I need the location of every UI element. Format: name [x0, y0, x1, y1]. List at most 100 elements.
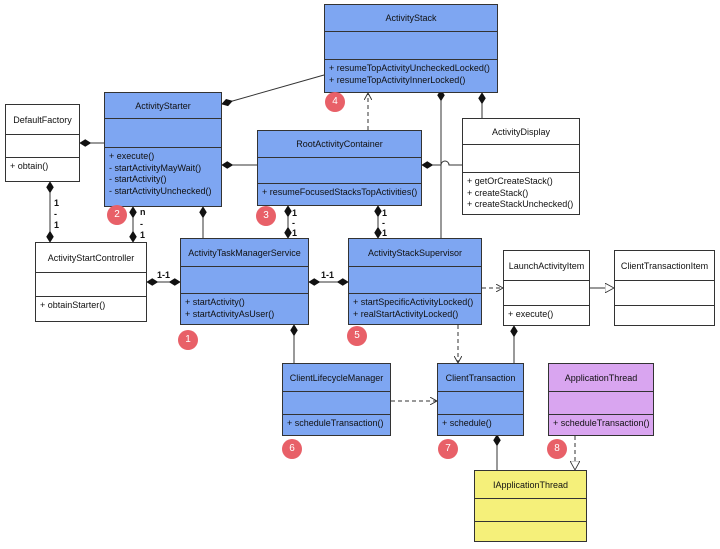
- class-operations: + execute() - startActivityMayWait() - s…: [105, 148, 221, 197]
- step-badge-2: 2: [107, 205, 127, 225]
- class-name: ActivityStartController: [36, 243, 146, 273]
- root-display-link: [421, 160, 462, 169]
- class-name: ActivityStackSupervisor: [349, 239, 481, 267]
- operation: + obtain(): [10, 161, 49, 171]
- class-activity-stack-supervisor[interactable]: ActivityStackSupervisor + startSpecificA…: [348, 238, 482, 325]
- class-activity-start-controller[interactable]: ActivityStartController + obtainStarter(…: [35, 242, 147, 322]
- class-operations: + obtain(): [6, 158, 79, 173]
- operation: + resumeFocusedStacksTopActivities(): [262, 187, 418, 197]
- operation: + execute(): [109, 151, 155, 161]
- class-activity-starter[interactable]: ActivityStarter + execute() - startActiv…: [104, 92, 222, 207]
- class-operations: + startSpecificActivityLocked() + realSt…: [349, 294, 481, 320]
- class-operations: + scheduleTransaction(): [283, 415, 390, 430]
- class-operations: + resumeFocusedStacksTopActivities(): [258, 184, 421, 199]
- class-operations: + startActivity() + startActivityAsUser(…: [181, 294, 308, 320]
- class-name: DefaultFactory: [6, 105, 79, 135]
- class-activity-display[interactable]: ActivityDisplay + getOrCreateStack() + c…: [462, 118, 580, 215]
- operation: + createStack(): [467, 187, 529, 198]
- class-launch-activity-item[interactable]: LaunchActivityItem + execute(): [503, 250, 590, 326]
- class-name: ClientTransactionItem: [615, 251, 714, 281]
- interface-i-application-thread[interactable]: IApplicationThread: [474, 470, 587, 542]
- class-name: IApplicationThread: [475, 471, 586, 499]
- class-root-activity-container[interactable]: RootActivityContainer + resumeFocusedSta…: [257, 130, 422, 206]
- class-activity-stack[interactable]: ActivityStack + resumeTopActivityUncheck…: [324, 4, 498, 93]
- operation: - startActivityMayWait(): [109, 162, 202, 173]
- class-attributes: [36, 273, 146, 297]
- class-name: ApplicationThread: [549, 364, 653, 392]
- step-badge-6: 6: [282, 439, 302, 459]
- class-operations: + getOrCreateStack() + createStack() + c…: [463, 173, 579, 211]
- class-name: ActivityDisplay: [463, 119, 579, 145]
- class-client-transaction[interactable]: ClientTransaction + schedule(): [437, 363, 524, 436]
- operation: - startActivityUnchecked(): [109, 185, 212, 196]
- class-operations: + schedule(): [438, 415, 523, 430]
- mult-controller-atms: 1-1: [157, 270, 171, 280]
- class-attributes: [105, 119, 221, 148]
- operation: + startSpecificActivityLocked(): [353, 297, 474, 307]
- step-badge-1: 1: [178, 330, 198, 350]
- operation: + resumeTopActivityInnerLocked(): [329, 74, 466, 85]
- mult-factory-bottom: 1: [54, 220, 60, 230]
- operation: + scheduleTransaction(): [287, 418, 384, 428]
- class-attributes: [504, 281, 589, 306]
- class-attributes: [438, 392, 523, 415]
- class-name: ClientTransaction: [438, 364, 523, 392]
- step-badge-3: 3: [256, 206, 276, 226]
- class-activity-task-manager-service[interactable]: ActivityTaskManagerService + startActivi…: [180, 238, 309, 325]
- mult-atms-supervisor: 1-1: [321, 270, 335, 280]
- step-badge-7: 7: [438, 439, 458, 459]
- operation: + startActivity(): [185, 297, 245, 307]
- class-attributes: [6, 135, 79, 158]
- class-name: ClientLifecycleManager: [283, 364, 390, 392]
- operation: + realStartActivityLocked(): [353, 308, 459, 319]
- class-name: ActivityTaskManagerService: [181, 239, 308, 267]
- mult-root-left-bottom: 1: [292, 228, 298, 238]
- operation: + schedule(): [442, 418, 492, 428]
- class-operations: + resumeTopActivityUncheckedLocked() + r…: [325, 60, 497, 86]
- class-attributes: [549, 392, 653, 415]
- mult-factory-dash: -: [54, 209, 57, 219]
- class-attributes: [283, 392, 390, 415]
- mult-root-right-bottom: 1: [382, 228, 388, 238]
- class-operations: [615, 306, 714, 309]
- class-name: RootActivityContainer: [258, 131, 421, 158]
- step-badge-4: 4: [325, 92, 345, 112]
- operation: + resumeTopActivityUncheckedLocked(): [329, 63, 490, 73]
- class-name: ActivityStarter: [105, 93, 221, 119]
- class-default-factory[interactable]: DefaultFactory + obtain(): [5, 104, 80, 182]
- class-name: ActivityStack: [325, 5, 497, 32]
- class-operations: + execute(): [504, 306, 589, 321]
- class-operations: + scheduleTransaction(): [549, 415, 653, 430]
- mult-root-left-top: 1: [292, 208, 298, 218]
- operation: + scheduleTransaction(): [553, 418, 650, 428]
- mult-root-right-dash: -: [382, 218, 385, 228]
- class-name: LaunchActivityItem: [504, 251, 589, 281]
- step-badge-8: 8: [547, 439, 567, 459]
- class-client-transaction-item[interactable]: ClientTransactionItem: [614, 250, 715, 326]
- mult-starter-one: 1: [140, 230, 146, 240]
- class-operations: [475, 522, 586, 525]
- class-operations: + obtainStarter(): [36, 297, 146, 312]
- class-attributes: [325, 32, 497, 60]
- mult-starter-n: n: [140, 207, 146, 217]
- operation: + execute(): [508, 309, 554, 319]
- class-attributes: [463, 145, 579, 173]
- operation: + startActivityAsUser(): [185, 308, 275, 319]
- operation: - startActivity(): [109, 174, 167, 184]
- class-application-thread[interactable]: ApplicationThread + scheduleTransaction(…: [548, 363, 654, 436]
- class-attributes: [615, 281, 714, 306]
- mult-starter-dash: -: [140, 219, 143, 229]
- class-attributes: [258, 158, 421, 184]
- class-client-lifecycle-manager[interactable]: ClientLifecycleManager + scheduleTransac…: [282, 363, 391, 436]
- class-attributes: [475, 499, 586, 522]
- operation: + createStackUnchecked(): [467, 199, 574, 209]
- mult-root-left-dash: -: [292, 218, 295, 228]
- operation: + getOrCreateStack(): [467, 176, 553, 186]
- operation: + obtainStarter(): [40, 300, 106, 310]
- mult-root-right-top: 1: [382, 208, 388, 218]
- class-attributes: [181, 267, 308, 294]
- step-badge-5: 5: [347, 326, 367, 346]
- class-attributes: [349, 267, 481, 294]
- starter-stack-link: [221, 74, 325, 107]
